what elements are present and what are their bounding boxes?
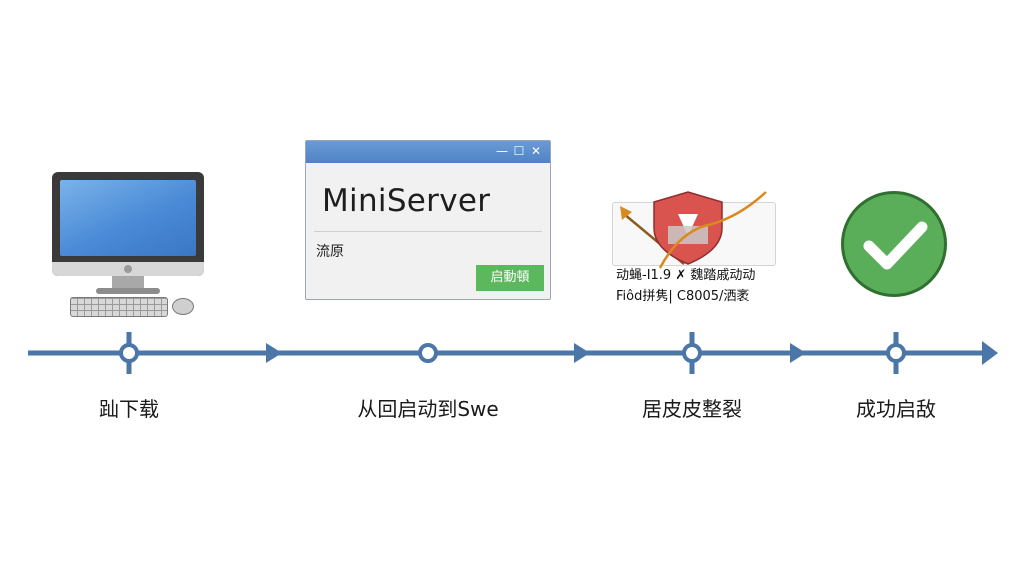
- step-label-4: 成功启敌: [856, 397, 936, 421]
- window-app-title: MiniServer: [322, 183, 491, 219]
- window-titlebar: — ☐ ✕: [306, 141, 550, 163]
- maximize-icon[interactable]: ☐: [513, 144, 525, 158]
- checkmark-icon: [863, 221, 928, 270]
- monitor-stand: [112, 276, 144, 290]
- timeline-node-1: [119, 332, 139, 374]
- timeline: [28, 332, 998, 374]
- timeline-node-4: [886, 332, 906, 374]
- close-icon[interactable]: ✕: [530, 144, 542, 158]
- cert-status-line: 动蝇-Ι1.9 ✗ 魏踏戚动动: [616, 268, 756, 283]
- monitor-screen: [60, 180, 196, 256]
- timeline-node-3: [682, 332, 702, 374]
- minimize-icon[interactable]: —: [496, 144, 508, 158]
- mouse-icon: [172, 298, 194, 315]
- step-label-3: 居皮皮整裂: [642, 397, 742, 421]
- window-divider: [314, 231, 542, 232]
- monitor-logo: [124, 265, 132, 273]
- success-circle: [841, 191, 947, 297]
- miniserver-window: — ☐ ✕ MiniServer 流原 启動頓: [305, 140, 551, 300]
- step-label-2: 从回启动到Swe: [357, 397, 499, 421]
- cert-detail-line: Fiôd拼隽| C8005/洒袤: [616, 289, 750, 304]
- start-button[interactable]: 启動頓: [476, 265, 544, 291]
- timeline-arrow-3: [790, 343, 806, 363]
- monitor-base: [96, 288, 160, 294]
- timeline-end-arrow: [982, 341, 998, 365]
- keyboard-icon: [70, 297, 168, 317]
- timeline-arrow-2: [574, 343, 590, 363]
- window-status-label: 流原: [316, 244, 344, 260]
- step-label-1: 䟖下载: [99, 397, 159, 421]
- shield-warning-icon: [620, 191, 767, 269]
- timeline-node-2: [418, 343, 438, 363]
- timeline-arrow-1: [266, 343, 282, 363]
